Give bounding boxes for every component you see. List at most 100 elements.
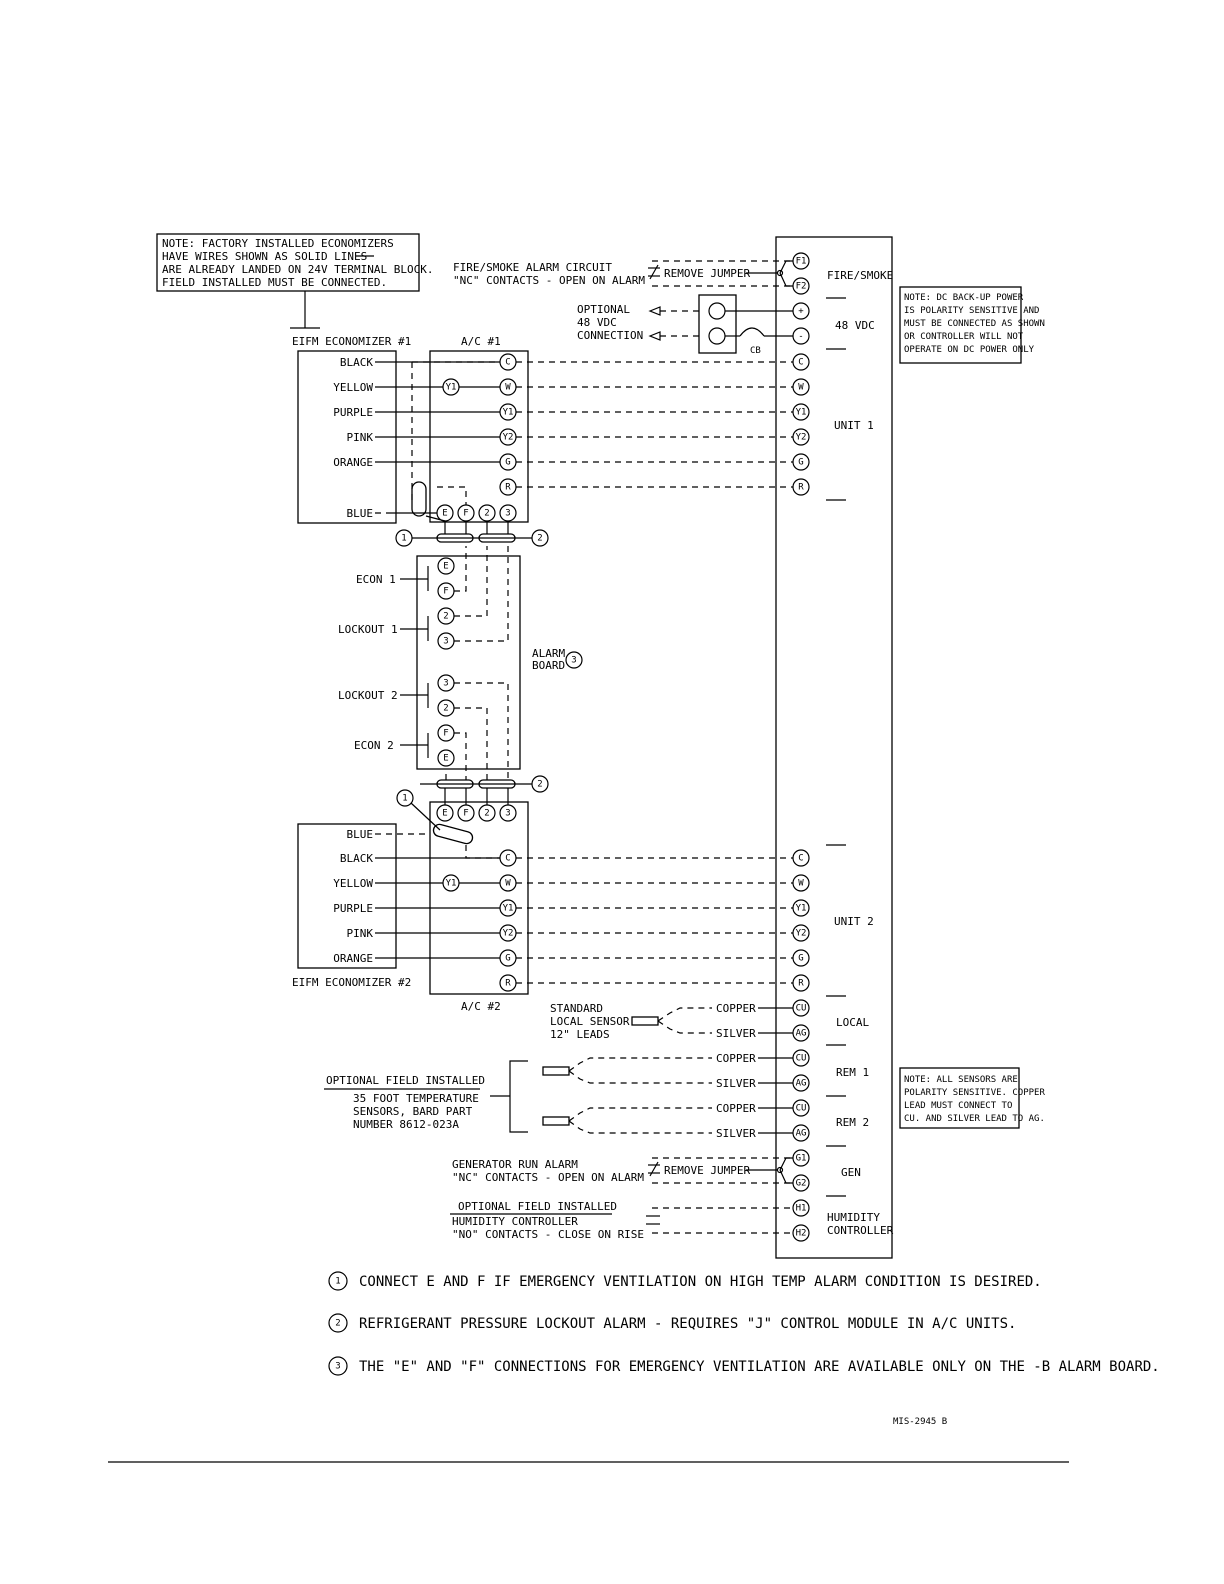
ac2-terminal-r-label: R [505,979,511,989]
ac1-econ-terminal-f-label: F [463,509,468,519]
footnote-2-marker-circle [328,1313,348,1333]
controller-unit2-terminal-c-label: C [798,854,803,864]
c2-dashed [465,845,500,859]
note-sensor-text: LEAD MUST CONNECT TO [904,1101,1012,1111]
optional-48vdc-label: 48 VDC [577,316,617,329]
note-dc-text: NOTE: DC BACK-UP POWER [904,293,1024,303]
alarm-board-label: BOARD [532,659,565,672]
standard-sensor-body [631,1016,659,1026]
ac2-econ-terminal-e-label: E [442,809,447,819]
rem1-copper [568,1057,712,1072]
ab-f-route [454,546,467,592]
arrow-plus [648,306,661,316]
ac2-terminal-w-label: W [505,879,511,889]
note-factory-text: FIELD INSTALLED MUST BE CONNECTED. [162,276,387,289]
wire2-color-orange: ORANGE [333,952,373,965]
link-connector-23-1 [478,533,516,543]
temp-sensors-label: 35 FOOT TEMPERATURE [353,1092,479,1105]
callout-3-alarm-label: 3 [571,656,576,666]
alarm-board-terminal-0-label: E [443,562,448,572]
ac2-econ-terminal-f-label: F [463,809,468,819]
alarm-board-terminal-4-label: 3 [443,679,448,689]
ac1-terminal-g-label: G [505,458,510,468]
wire-color-yellow: YELLOW [333,381,373,394]
generator-label: "NC" CONTACTS - OPEN ON ALARM [452,1171,644,1184]
connector-pin-plus [708,302,726,320]
callout-1-top-label: 1 [401,534,406,544]
jumper-link-2 [432,823,474,845]
copper-label-0: COPPER [716,1002,756,1015]
document-id: MIS-2945 B [893,1417,947,1427]
terminal-yellow-y1-2-circle [442,874,460,892]
link-connector-23-2 [478,779,516,789]
jumper-link-1 [411,481,427,517]
footnote-3-marker-label: 3 [335,1362,340,1372]
footnote-2-marker-label: 2 [335,1319,340,1329]
terminal-f2-label: F2 [796,282,807,292]
copper-label-1: COPPER [716,1052,756,1065]
footnote-1-marker-label: 1 [335,1277,340,1287]
link-connector-ef-2 [436,779,474,789]
sensor-terminal-cu-1-label: CU [796,1054,807,1064]
note-dc-text: OR CONTROLLER WILL NOT [904,332,1024,342]
terminal-yellow-y1-2-label: Y1 [446,879,457,889]
rem1-sensor-body [542,1066,570,1076]
callout-2-bottom-label: 2 [537,780,542,790]
ac1-econ-terminal-2-label: 2 [484,509,489,519]
terminal-h1-circle [792,1199,810,1217]
rem2-silver [568,1120,712,1134]
wire-color-pink: PINK [347,431,374,444]
gen-remove-jumper: REMOVE JUMPER [664,1164,750,1177]
wire2-color-blue: BLUE [347,828,374,841]
circuit-breaker [739,327,765,337]
silver-label-2: SILVER [716,1127,756,1140]
ac1-econ-terminal-e-label: E [442,509,447,519]
ac2-terminal-g-label: G [505,954,510,964]
ac1-terminal-c-label: C [505,358,510,368]
alarm-board-terminal-3-label: 3 [443,637,448,647]
wire-color-purple: PURPLE [333,406,373,419]
standard-sensor-label: STANDARD [550,1002,603,1015]
jumper-top [779,260,793,274]
ac2-terminal-y1-label: Y1 [503,904,514,914]
footnote-2-text: REFRIGERANT PRESSURE LOCKOUT ALARM - REQ… [359,1316,1016,1332]
temp-sensors-label: SENSORS, BARD PART [353,1105,473,1118]
ac2-terminal-y2-label: Y2 [503,929,514,939]
terminal-h2-label: H2 [796,1229,807,1239]
standard-sensor-label: 12" LEADS [550,1028,610,1041]
section-label-local: LOCAL [836,1016,869,1029]
callout-3-alarm-circle [565,651,583,669]
terminal-h1-label: H1 [796,1204,807,1214]
ac2-block [429,801,529,995]
sensor-bracket [509,1060,528,1133]
optional-48vdc-label: OPTIONAL [577,303,630,316]
fire-alarm-label: FIRE/SMOKE ALARM CIRCUIT [453,261,612,274]
alarm-board-terminal-6-label: F [443,729,448,739]
rem2-sensor-body [542,1116,570,1126]
jumper-bottom [779,272,793,287]
optional-field-label: OPTIONAL FIELD INSTALLED [326,1074,485,1087]
terminal-g2-label: G2 [796,1179,807,1189]
alarm-board-terminal-1-label: F [443,587,448,597]
callout-2-bottom-circle [531,775,549,793]
section-label-48vdc: 48 VDC [835,319,875,332]
eifm-economizer-2 [297,823,397,969]
note-factory-text: NOTE: FACTORY INSTALLED ECONOMIZERS [162,237,394,250]
connector-pin-minus [708,327,726,345]
ab-fb-route [454,732,467,780]
alarm-board-terminal-0-circle [437,557,455,575]
sensor-terminal-cu-0-label: CU [796,1004,807,1014]
sensor-terminal-ag-0-label: AG [796,1029,807,1039]
section-label-unit1: UNIT 1 [834,419,874,432]
wire2-color-black: BLACK [340,852,373,865]
wire-color-black: BLACK [340,356,373,369]
link-connector-ef-1 [436,533,474,543]
alarm-board [416,555,521,770]
humidity-label: HUMIDITY CONTROLLER [452,1215,578,1228]
sensor-terminal-ag-2-label: AG [796,1129,807,1139]
ac1-terminal-y1-label: Y1 [503,408,514,418]
callout-1-bottom-circle [396,789,414,807]
section-label-rem2: REM 2 [836,1116,869,1129]
alarm-board-terminal-7-label: E [443,754,448,764]
ac2-econ-terminal-2-label: 2 [484,809,489,819]
